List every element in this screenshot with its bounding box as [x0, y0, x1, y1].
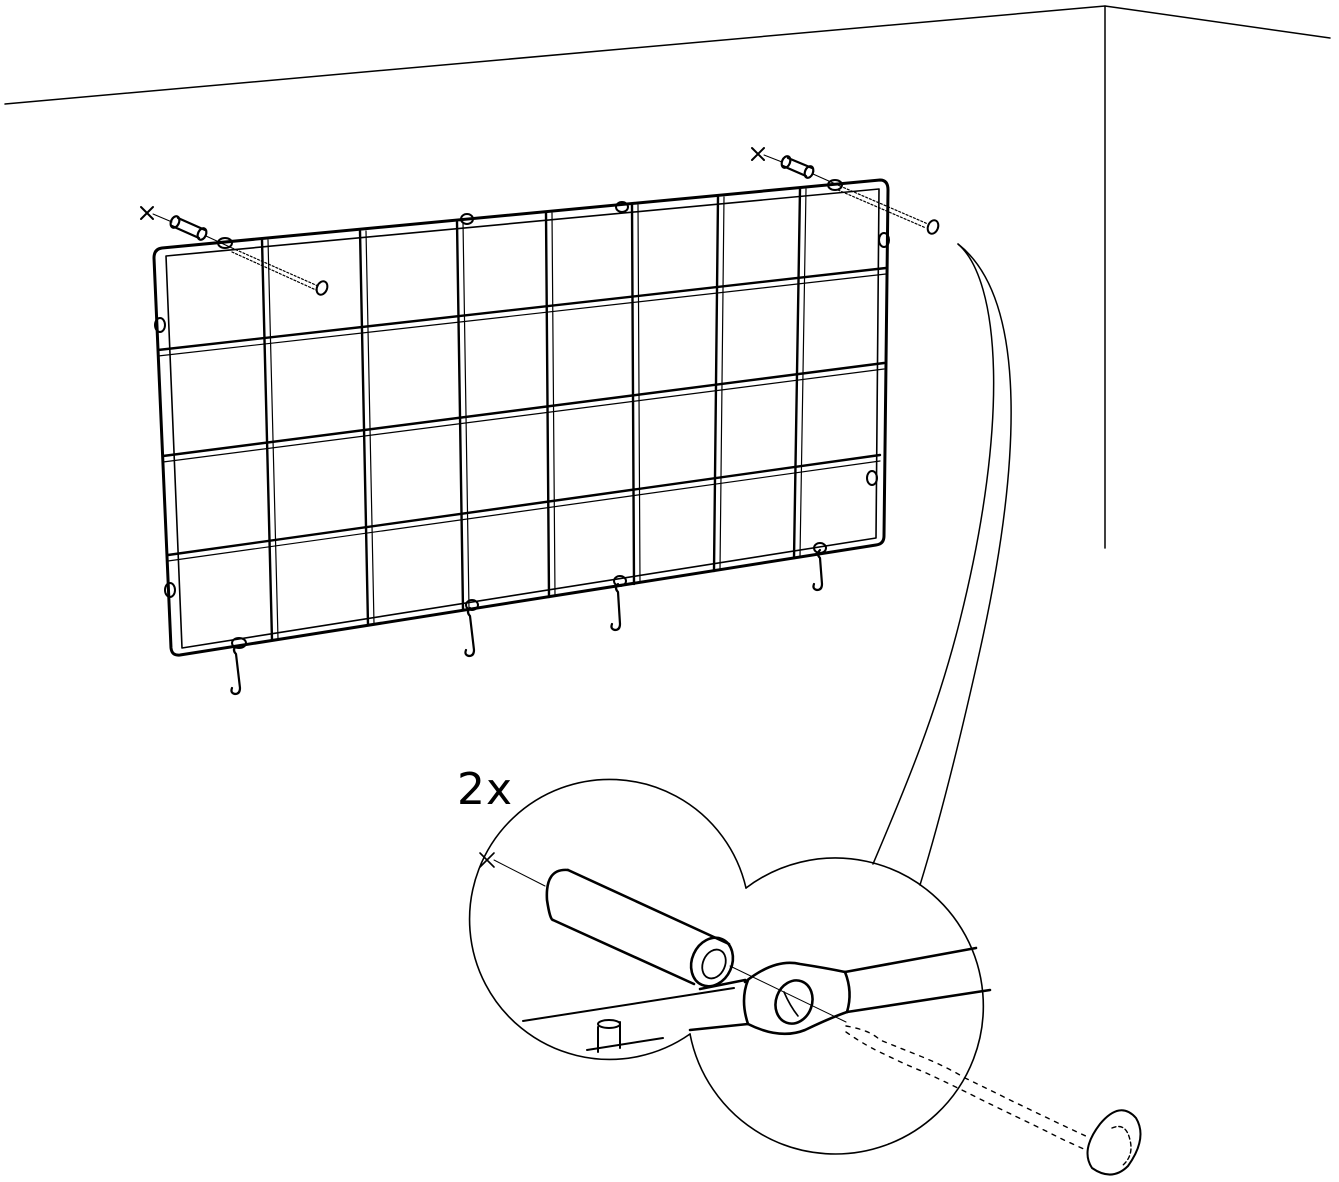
- drill-mark-icon: [751, 147, 765, 161]
- detail-callout: [468, 778, 1142, 1176]
- grid-horizontal-wires: [156, 266, 888, 562]
- right-fastening-set: [751, 147, 940, 235]
- s-hook: [812, 548, 824, 592]
- screw-icon: [231, 247, 319, 291]
- left-fastening-set: [140, 206, 329, 296]
- quantity-label: 2x: [457, 764, 514, 815]
- s-hook: [230, 644, 242, 696]
- room-corner: [4, 5, 1331, 549]
- drill-mark-icon: [140, 206, 154, 220]
- frame-eyelets: [154, 179, 890, 649]
- grid-vertical-wires: [260, 187, 807, 642]
- detail-wall-plug-icon: [479, 852, 735, 988]
- s-hook: [464, 606, 476, 658]
- wire-grid-panel: [152, 178, 890, 696]
- callout-connector: [872, 243, 1012, 886]
- detail-eyelet: [743, 961, 849, 1036]
- detail-wire-rail: [522, 946, 992, 1053]
- s-hook: [610, 582, 622, 632]
- s-hooks: [230, 548, 824, 696]
- screw-icon: [837, 185, 929, 229]
- detail-screw-icon: [729, 965, 1142, 1176]
- wall-plug-icon: [170, 216, 207, 240]
